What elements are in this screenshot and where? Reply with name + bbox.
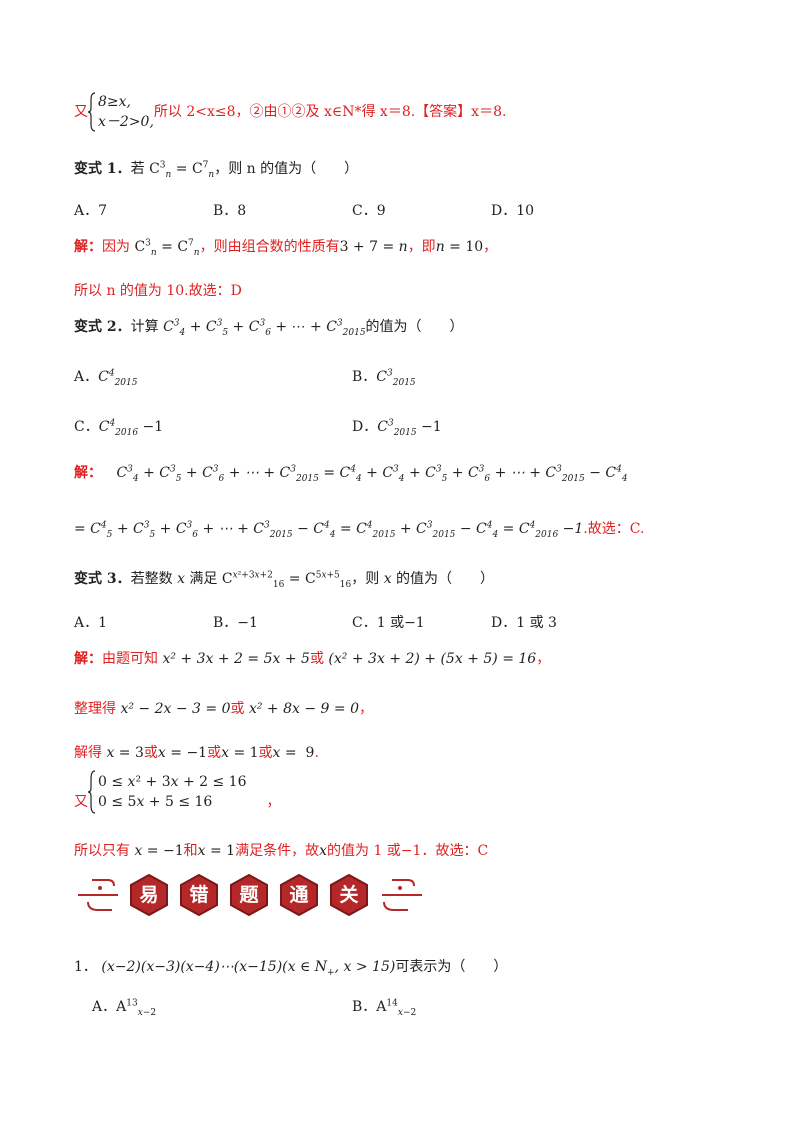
top-prefix: 又 (74, 104, 88, 120)
banner-char-1: 易 (128, 873, 170, 917)
q3-solution-line2: 整理得 x² − 2x − 3 = 0或 x² + 8x − 9 = 0， (74, 701, 373, 717)
q3-stem: 变式 3．若整数 x 满足 Cx²+3x+216 = C5x+516，则 x 的… (74, 570, 495, 590)
q2-label: 变式 2． (74, 319, 131, 335)
q2-solution-line1: 解： C34 + C35 + C36 + ⋯ + C32015 = C44 + … (74, 464, 628, 484)
banner-char-4: 通 (278, 873, 320, 917)
q2-stem: 变式 2．计算 C34 + C35 + C36 + ⋯ + C32015的值为（… (74, 318, 464, 338)
q2-option-c[interactable]: C．C42016 −1 (74, 418, 164, 438)
p1-stem: 1． (x−2)(x−3)(x−4)⋯(x−15)(x ∈ N+, x > 15… (74, 959, 508, 978)
q1-option-b[interactable]: B．8 (213, 203, 247, 219)
banner-char-3: 题 (228, 873, 270, 917)
q3-solution-line1: 解：由题可知 x² + 3x + 2 = 5x + 5或 (x² + 3x + … (74, 651, 551, 667)
p1-option-b[interactable]: B．A14x−2 (352, 998, 417, 1018)
q1-option-a[interactable]: A．7 (74, 203, 108, 219)
top-system: 8≥x,x－2>0, (98, 94, 154, 130)
q2-option-b[interactable]: B．C32015 (352, 368, 416, 388)
banner-char-2: 错 (178, 873, 220, 917)
q3-option-d[interactable]: D．1 或 3 (491, 615, 557, 631)
q2-option-a[interactable]: A．C42015 (74, 368, 138, 388)
left-brace-icon (88, 770, 96, 814)
q3-label: 变式 3． (74, 571, 131, 587)
q3-conclusion: 所以只有 x = −1和x = 1满足条件，故x的值为 1 或−1．故选：C (74, 843, 489, 859)
q1-stem: 变式 1．若 C3n = C7n，则 n 的值为（ ） (74, 160, 359, 180)
top-answer-line: 又 8≥x,x－2>0,所以 2<x≤8，②由①②及 x∈N*得 x＝8.【答案】… (74, 92, 506, 132)
q2-option-d[interactable]: D．C32015 −1 (352, 418, 442, 438)
q1-label: 变式 1． (74, 161, 131, 177)
banner-decoration-icon (78, 879, 422, 911)
q3-solution-line3: 解得 x = 3或x = −1或x = 1或x = 9. (74, 745, 319, 761)
q3-option-a[interactable]: A．1 (74, 615, 108, 631)
banner-char-5: 关 (328, 873, 370, 917)
p1-option-a[interactable]: A．A13x−2 (92, 998, 157, 1018)
q3-option-b[interactable]: B．−1 (213, 615, 258, 631)
q3-option-c[interactable]: C．1 或−1 (352, 615, 425, 631)
section-banner: 易 错 题 通 关 (78, 872, 422, 918)
q1-solution-line2: 所以 n 的值为 10.故选：D (74, 283, 242, 299)
q1-option-c[interactable]: C．9 (352, 203, 386, 219)
top-answer-text: 所以 2<x≤8，②由①②及 x∈N*得 x＝8.【答案】x＝8. (153, 104, 507, 120)
q1-solution: 解：因为 C3n = C7n，则由组合数的性质有3 + 7 = n，即n = 1… (74, 238, 498, 258)
q2-solution-line2: = C45 + C35 + C36 + ⋯ + C32015 − C44 = C… (74, 520, 645, 540)
q1-option-d[interactable]: D．10 (491, 203, 535, 219)
left-brace-icon (88, 92, 96, 132)
q1-equation: C3n = C7n (149, 160, 215, 180)
